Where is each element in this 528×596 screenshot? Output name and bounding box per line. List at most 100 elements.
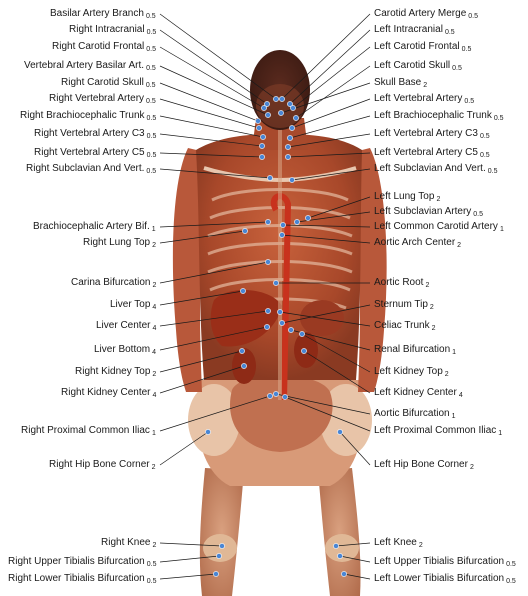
landmark-name: Right Lower Tibialis Bifurcation: [8, 573, 145, 584]
point-right-lower-tibialis-bifurcation: [213, 571, 218, 576]
landmark-name: Right Vertebral Artery: [49, 93, 144, 104]
label-right-subclavian-and-vert: Right Subclavian And Vert.0.5: [26, 163, 156, 176]
landmark-tolerance: 2: [425, 282, 429, 289]
label-right-carotid-skull: Right Carotid Skull0.5: [61, 77, 156, 90]
landmark-name: Right Knee: [101, 537, 150, 548]
landmark-name: Aortic Root: [374, 277, 423, 288]
label-aortic-bifurcation: Aortic Bifurcation1: [374, 408, 456, 421]
landmark-tolerance: 2: [436, 196, 440, 203]
label-right-intracranial: Right Intracranial0.5: [69, 24, 156, 37]
point-liver-bottom: [264, 324, 269, 329]
point-left-proximal-common-iliac: [282, 394, 287, 399]
landmark-name: Right Lung Top: [83, 237, 150, 248]
landmark-tolerance: 0.5: [494, 115, 504, 122]
landmark-name: Left Vertebral Artery C3: [374, 128, 478, 139]
point-vertebral-artery-basilar-art: [265, 112, 270, 117]
landmark-tolerance: 2: [430, 304, 434, 311]
landmark-name: Left Carotid Skull: [374, 60, 450, 71]
point-left-carotid-skull: [293, 115, 298, 120]
landmark-name: Right Kidney Center: [61, 387, 151, 398]
landmark-name: Right Brachiocephalic Trunk: [20, 110, 145, 121]
landmark-tolerance: 4: [152, 349, 156, 356]
label-left-kidney-center: Left Kidney Center4: [374, 387, 463, 400]
landmark-name: Liver Bottom: [94, 344, 150, 355]
landmark-name: Carotid Artery Merge: [374, 8, 466, 19]
landmark-tolerance: 1: [498, 430, 502, 437]
label-right-upper-tibialis-bifurcation: Right Upper Tibialis Bifurcation0.5: [8, 556, 156, 569]
landmark-tolerance: 0.5: [488, 168, 498, 175]
landmark-tolerance: 0.5: [480, 152, 490, 159]
landmark-tolerance: 0.5: [506, 578, 516, 585]
label-liver-bottom: Liver Bottom4: [94, 344, 156, 357]
landmark-name: Left Vertebral Artery: [374, 93, 462, 104]
landmark-tolerance: 0.5: [147, 578, 157, 585]
point-right-knee: [219, 543, 224, 548]
landmark-name: Left Kidney Top: [374, 366, 443, 377]
label-left-subclavian-and-vert: Left Subclavian And Vert.0.5: [374, 163, 497, 176]
leader-right-carotid-frontal: [160, 47, 264, 108]
landmark-tolerance: 2: [419, 542, 423, 549]
label-right-kidney-top: Right Kidney Top2: [75, 366, 156, 379]
label-vertebral-artery-basilar-art: Vertebral Artery Basilar Art.0.5: [24, 60, 156, 73]
label-right-carotid-frontal: Right Carotid Frontal0.5: [52, 41, 156, 54]
landmark-name: Liver Center: [96, 320, 150, 331]
point-left-subclavian-and-vert: [289, 177, 294, 182]
landmark-tolerance: 1: [452, 413, 456, 420]
point-celiac-trunk: [277, 309, 282, 314]
landmark-tolerance: 0.5: [147, 152, 157, 159]
label-brachiocephalic-artery-bif: Brachiocephalic Artery Bif.1: [33, 221, 156, 234]
point-aortic-bifurcation: [273, 391, 278, 396]
landmark-tolerance: 0.5: [147, 115, 157, 122]
leader-right-carotid-skull: [160, 83, 258, 121]
landmark-name: Left Hip Bone Corner: [374, 459, 468, 470]
point-right-kidney-center: [241, 363, 246, 368]
landmark-name: Left Proximal Common Iliac: [374, 425, 496, 436]
label-liver-center: Liver Center4: [96, 320, 156, 333]
label-right-lung-top: Right Lung Top2: [83, 237, 156, 250]
landmark-name: Right Vertebral Artery C5: [34, 147, 145, 158]
landmark-name: Right Hip Bone Corner: [49, 459, 150, 470]
point-left-common-carotid-artery: [280, 222, 285, 227]
point-left-hip-bone-corner: [337, 429, 342, 434]
point-right-upper-tibialis-bifurcation: [216, 553, 221, 558]
label-left-carotid-frontal: Left Carotid Frontal0.5: [374, 41, 471, 54]
landmark-name: Left Lower Tibialis Bifurcation: [374, 573, 504, 584]
point-left-brachiocephalic-trunk: [287, 135, 292, 140]
landmark-tolerance: 0.5: [468, 13, 478, 20]
label-sternum-tip: Sternum Tip2: [374, 299, 434, 312]
point-left-kidney-top: [299, 331, 304, 336]
label-right-hip-bone-corner: Right Hip Bone Corner2: [49, 459, 156, 472]
landmark-tolerance: 0.5: [462, 46, 472, 53]
point-left-vertebral-artery-c3: [285, 144, 290, 149]
landmark-name: Left Knee: [374, 537, 417, 548]
leader-right-vertebral-artery: [160, 99, 259, 128]
point-right-brachiocephalic-trunk: [260, 134, 265, 139]
label-right-vertebral-artery-c3: Right Vertebral Artery C30.5: [34, 128, 156, 141]
landmark-name: Left Intracranial: [374, 24, 443, 35]
landmark-name: Right Carotid Skull: [61, 77, 144, 88]
landmark-name: Renal Bifurcation: [374, 344, 450, 355]
point-left-kidney-center: [301, 348, 306, 353]
landmark-name: Right Subclavian And Vert.: [26, 163, 144, 174]
landmark-name: Aortic Bifurcation: [374, 408, 450, 419]
left-leg: [318, 468, 361, 596]
landmark-tolerance: 0.5: [480, 133, 490, 140]
leader-basilar-artery-branch: [160, 14, 276, 99]
landmark-name: Carina Bifurcation: [71, 277, 150, 288]
landmark-name: Right Vertebral Artery C3: [34, 128, 145, 139]
landmark-tolerance: 2: [470, 464, 474, 471]
label-left-lung-top: Left Lung Top2: [374, 191, 440, 204]
point-left-upper-tibialis-bifurcation: [337, 553, 342, 558]
landmark-tolerance: 0.5: [146, 82, 156, 89]
landmark-tolerance: 0.5: [464, 98, 474, 105]
landmark-name: Vertebral Artery Basilar Art.: [24, 60, 144, 71]
landmark-tolerance: 0.5: [147, 29, 157, 36]
point-aortic-arch-center: [279, 232, 284, 237]
label-left-upper-tibialis-bifurcation: Left Upper Tibialis Bifurcation0.5: [374, 556, 516, 569]
